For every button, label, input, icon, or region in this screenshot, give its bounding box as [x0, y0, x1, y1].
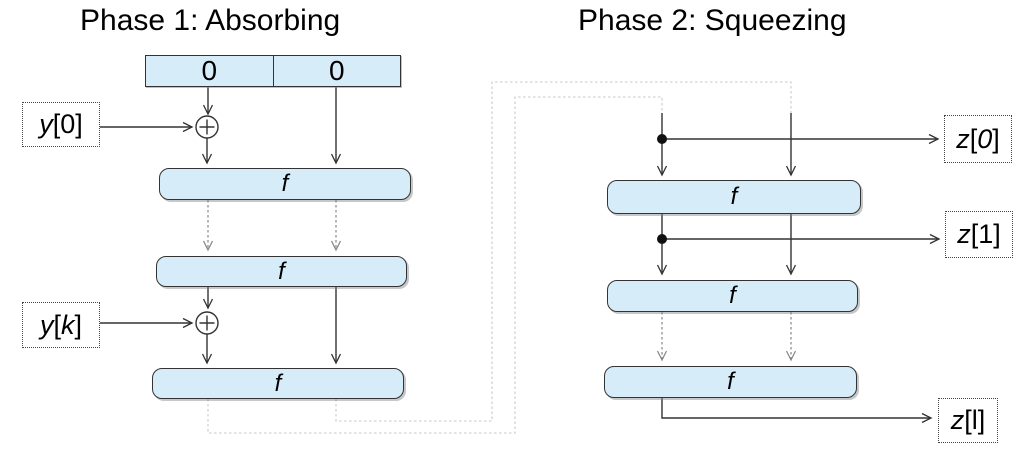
arrow-p2f3-to-zl: [661, 398, 933, 424]
input-index: k: [61, 309, 75, 340]
phase1-title: Phase 1: Absorbing: [80, 4, 341, 37]
state-cell-value: 0: [328, 55, 345, 86]
dashed-arrows: [202, 200, 797, 362]
f-box-p2-2: f: [607, 280, 858, 312]
output-index: 0: [977, 123, 993, 154]
f-box-p1-3: f: [152, 368, 404, 399]
output-index: l: [971, 405, 978, 435]
output-index: 1: [978, 219, 994, 249]
input-name: y: [39, 109, 53, 139]
bracket: [: [964, 405, 972, 435]
input-name: y: [39, 309, 54, 340]
bracket: ]: [75, 109, 83, 139]
solid-arrows: [100, 87, 941, 424]
output-label-zl: z[l]: [938, 398, 998, 443]
xor-icon: [195, 311, 219, 335]
f-box-p2-1: f: [607, 180, 861, 214]
feedback-lines: [207, 81, 792, 434]
output-label-z1: z[1]: [945, 211, 1013, 258]
bracket: ]: [993, 219, 1001, 249]
bracket: [: [970, 219, 979, 249]
f-label: f: [274, 369, 282, 397]
f-label: f: [729, 282, 736, 309]
bracket: ]: [992, 123, 1000, 154]
bracket: ]: [74, 309, 83, 340]
branch-dot-z0: [657, 134, 667, 144]
bracket: [: [52, 109, 61, 139]
f-box-p2-3: f: [604, 366, 857, 398]
input-index: 0: [60, 109, 76, 139]
f-label: f: [730, 183, 738, 210]
f-label: f: [278, 257, 285, 285]
f-box-p1-1: f: [159, 168, 411, 200]
output-label-z0: z[0]: [944, 115, 1012, 163]
branch-dot-z1: [657, 234, 667, 244]
f-label: f: [727, 368, 734, 395]
output-name: z: [957, 219, 971, 249]
state-cell-value: 0: [201, 55, 218, 86]
state-cell-rate: 0: [146, 55, 273, 86]
xor-icon: [195, 115, 219, 139]
input-label-y0: y[0]: [22, 102, 100, 147]
bracket: [: [969, 123, 978, 154]
output-name: z: [956, 123, 970, 154]
output-name: z: [950, 405, 965, 435]
f-box-p1-2: f: [156, 256, 407, 287]
bracket: [: [53, 309, 61, 340]
state-cell-capacity: 0: [272, 55, 401, 86]
bracket: ]: [977, 405, 986, 435]
f-label: f: [281, 170, 289, 197]
feedback-line-left-column: [207, 96, 663, 434]
phase2-title: Phase 2: Squeezing: [578, 4, 847, 37]
input-label-yk: y[k]: [22, 302, 100, 348]
initial-state-register: 0 0: [145, 55, 401, 87]
feedback-line-right-column: [335, 81, 792, 422]
